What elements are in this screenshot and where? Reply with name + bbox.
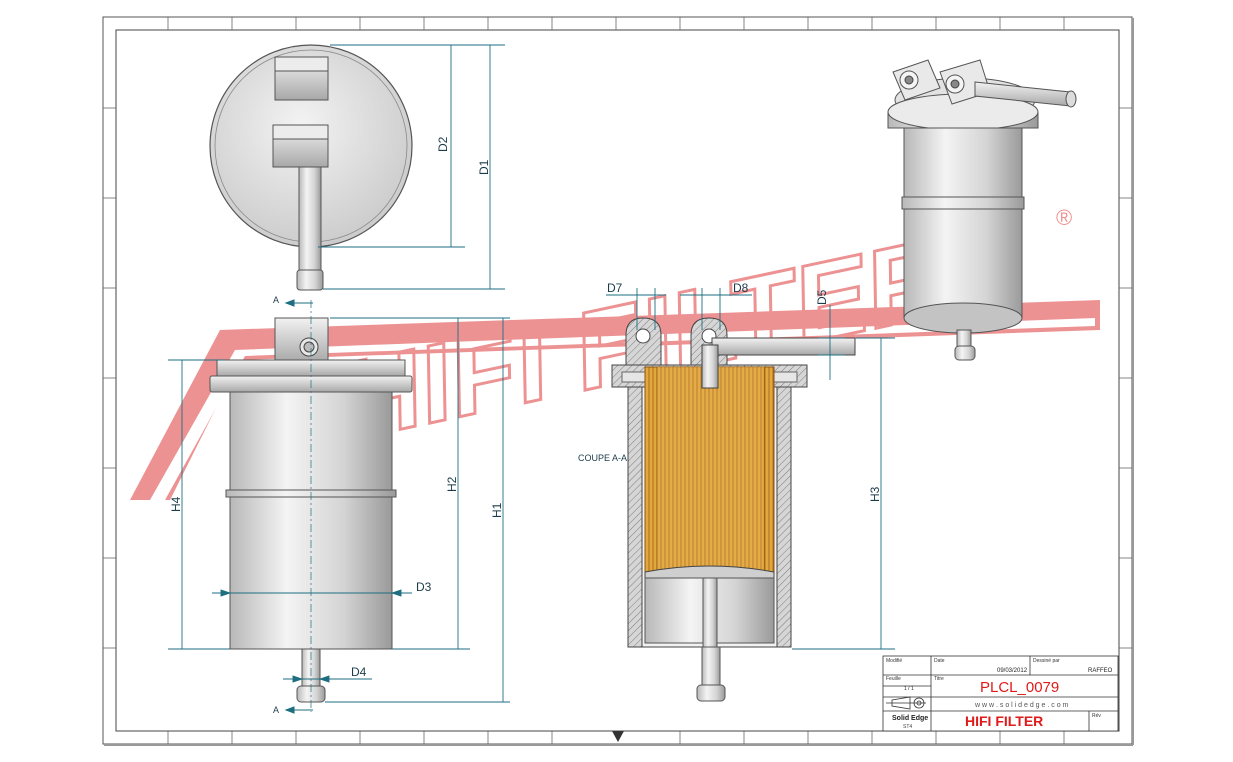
tb-company: HIFI FILTER — [965, 713, 1043, 729]
section-marker-bottom: A — [273, 705, 279, 715]
registered-mark-icon: ® — [1056, 205, 1072, 230]
label-h3: H3 — [868, 486, 882, 502]
tb-software: Solid Edge — [892, 715, 928, 722]
tb-author: RAFFEO — [1088, 668, 1113, 674]
tb-field-date: Date — [934, 658, 945, 664]
label-h1: H1 — [490, 502, 504, 518]
dimension-d1 — [323, 44, 505, 290]
dimension-d8 — [680, 288, 752, 330]
tb-field-title: Titre — [934, 676, 944, 682]
dimension-h1 — [325, 317, 510, 703]
section-markers — [284, 299, 313, 714]
isometric-view — [887, 59, 1077, 361]
tb-field-modified: Modifié — [886, 658, 902, 664]
tb-sheet: 1 / 1 — [904, 686, 914, 692]
label-h4: H4 — [169, 496, 183, 512]
label-d4: D4 — [351, 665, 367, 679]
tb-field-author: Dessiné par — [1033, 658, 1060, 664]
label-d5: D5 — [815, 289, 829, 305]
label-d2: D2 — [436, 136, 450, 152]
dimension-h2 — [330, 317, 470, 650]
tb-software-sub: ST4 — [903, 724, 912, 730]
section-label: COUPE A-A — [578, 453, 627, 463]
dimension-d7 — [606, 288, 666, 330]
label-h2: H2 — [445, 476, 459, 492]
tb-field-rev: Rév — [1092, 713, 1101, 719]
projection-symbol-icon — [886, 696, 926, 710]
dimension-h3 — [792, 337, 895, 650]
section-marker-top: A — [273, 295, 279, 305]
border-ticks — [103, 17, 1132, 744]
tb-date: 09/03/2012 — [997, 668, 1028, 674]
tb-field-sheet: Feuille — [886, 676, 901, 682]
dimension-d5 — [818, 305, 845, 380]
top-view — [209, 44, 413, 291]
title-block — [882, 655, 1119, 732]
label-d7: D7 — [607, 281, 623, 295]
section-view — [611, 317, 856, 702]
label-d1: D1 — [477, 159, 491, 175]
tb-drawing-number: PLCL_0079 — [980, 679, 1059, 696]
dimension-d4 — [283, 675, 372, 683]
label-d8: D8 — [733, 281, 749, 295]
dimension-d2 — [318, 44, 465, 248]
center-mark-icon — [612, 731, 624, 742]
tb-website: w w w . s o l i d e d g e . c o m — [974, 702, 1069, 709]
dimension-d3 — [212, 589, 412, 597]
front-view — [209, 300, 413, 712]
label-d3: D3 — [416, 580, 432, 594]
dimension-h4 — [168, 359, 230, 650]
